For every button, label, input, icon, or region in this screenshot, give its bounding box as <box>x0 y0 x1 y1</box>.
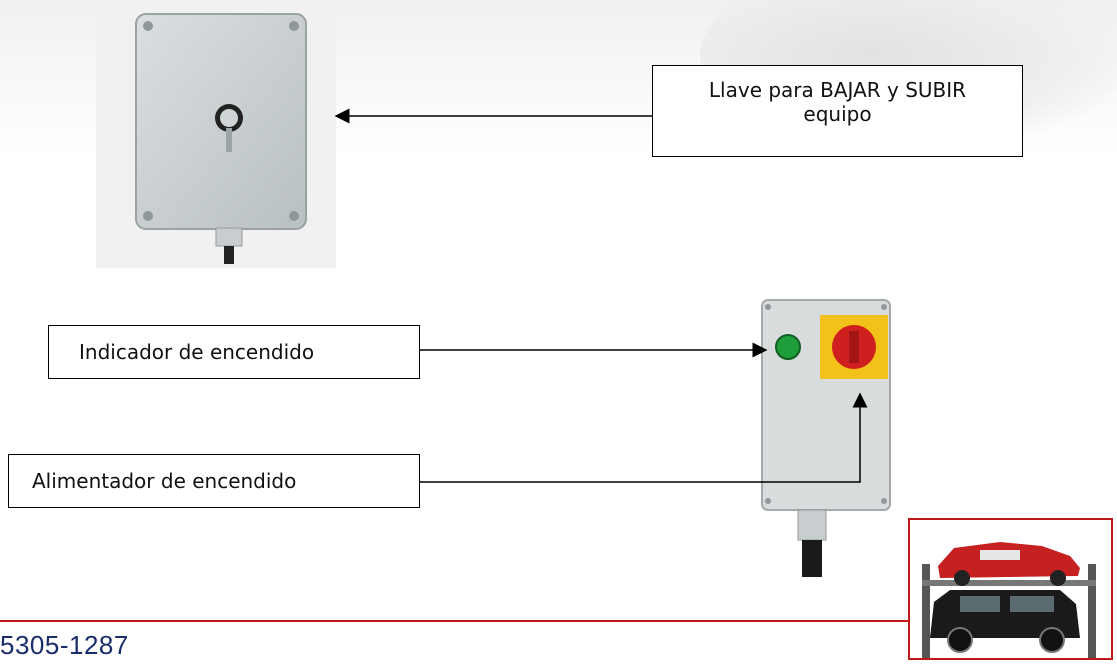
power-supply-arrow <box>420 392 868 483</box>
control-box-photo <box>750 295 902 577</box>
power-indicator-callout: Indicador de encendido <box>48 325 420 379</box>
key-switch-box-photo <box>96 0 336 268</box>
power-indicator-label: Indicador de encendido <box>79 340 315 364</box>
control-box-illustration <box>761 299 891 577</box>
car-lift-logo-illustration <box>910 520 1111 658</box>
footer-phone: 5305-1287 <box>0 630 129 660</box>
key-switch-callout-line2: equipo <box>803 102 872 126</box>
power-supply-callout: Alimentador de encendido <box>8 454 420 508</box>
power-supply-label: Alimentador de encendido <box>32 469 297 493</box>
key-switch-callout-line1: Llave para BAJAR y SUBIR <box>708 78 967 102</box>
car-lift-logo <box>908 518 1113 660</box>
key-switch-callout: Llave para BAJAR y SUBIR equipo <box>652 65 1023 157</box>
footer-divider <box>0 620 920 622</box>
key-switch-box-illustration <box>96 0 336 268</box>
